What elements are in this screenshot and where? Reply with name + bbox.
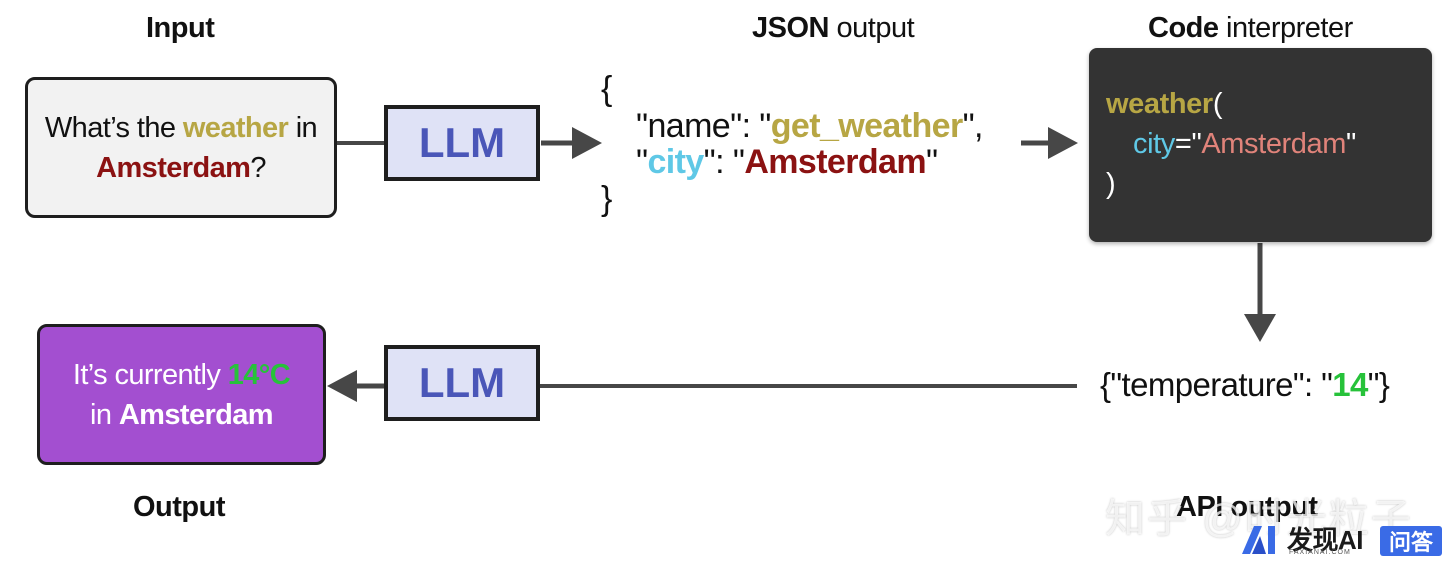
faxianai-brand: 发现AI <box>1287 525 1364 555</box>
faxianai-logo-icon <box>1240 522 1282 556</box>
heading-json-output: JSON output <box>752 12 915 44</box>
code-line-3: ) <box>1106 168 1116 200</box>
output-line-2: in Amsterdam <box>89 398 274 431</box>
code-interpreter-box: weather( city="Amsterdam" ) <box>1089 48 1432 242</box>
arrow-llm-json-head <box>572 127 602 159</box>
code-line-1: weather( <box>1106 88 1223 120</box>
qa-badge: 问答 <box>1380 526 1442 556</box>
heading-input: Input <box>146 12 215 44</box>
llm-box-top: LLM <box>384 105 540 181</box>
arrow-json-code-head <box>1048 127 1078 159</box>
input-line-2: Amsterdam? <box>96 151 266 184</box>
output-line-1: It’s currently 14°C <box>72 358 291 391</box>
arrow-code-api-head <box>1244 314 1276 342</box>
heading-output: Output <box>133 491 226 523</box>
llm-box-bottom: LLM <box>384 345 540 421</box>
api-output-text: {"temperature": "14"} <box>1100 366 1390 403</box>
faxianai-url: FAXIANAI.COM <box>1289 549 1351 556</box>
json-close-brace: } <box>601 180 612 218</box>
json-name-line: "name": "get_weather", <box>636 107 984 145</box>
heading-code-interpreter: Code interpreter <box>1148 12 1353 44</box>
heading-api-output: API output <box>1176 491 1318 523</box>
code-line-2: city="Amsterdam" <box>1133 128 1356 160</box>
input-line-1: What’s the weather in <box>44 111 318 144</box>
arrow-llm-output-head <box>327 370 357 402</box>
input-box: What’s the weather in Amsterdam? <box>25 77 337 218</box>
json-city-line: "city": "Amsterdam" <box>636 143 938 181</box>
json-open-brace: { <box>601 70 612 108</box>
output-box: It’s currently 14°C in Amsterdam <box>37 324 326 465</box>
